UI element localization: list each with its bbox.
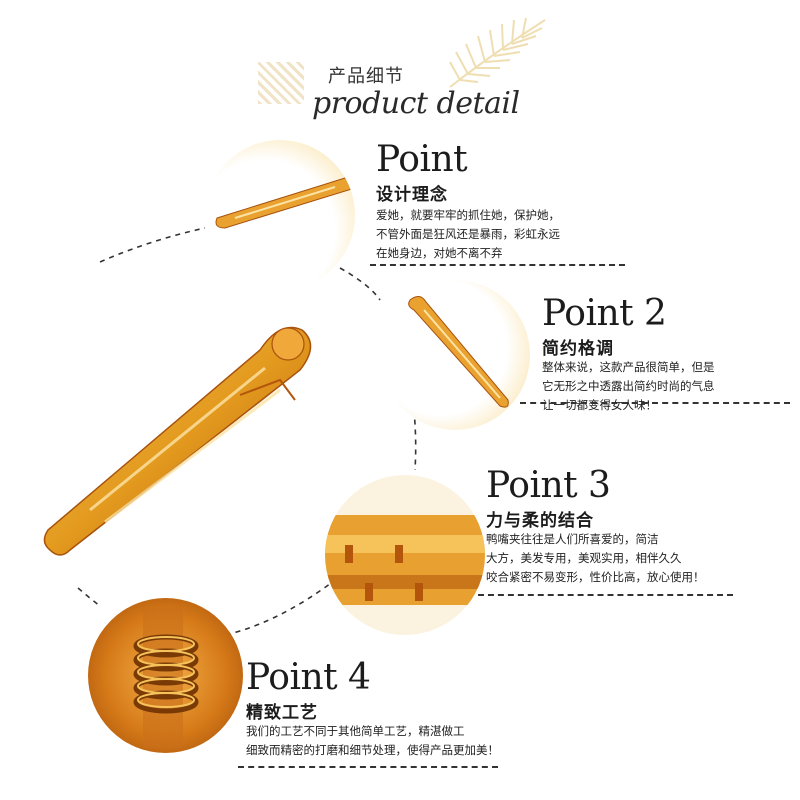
point-3-description: 鸭嘴夹往往是人们所喜爱的，简洁 大方，美发专用，美观实用，相伴久久 咬合紧密不易…: [486, 530, 705, 587]
point-4-subtitle: 精致工艺: [246, 703, 318, 723]
point-2-description: 整体来说，这款产品很简单，但是 它无形之中透露出简约时尚的气息 让一切都变得女人…: [542, 358, 715, 415]
point-2-line: 让一切都变得女人味！: [542, 398, 657, 412]
point-2-title: Point 2: [542, 293, 667, 334]
point-4-description: 我们的工艺不同于其他简单工艺，精湛做工 细致而精密的打磨和细节处理，使得产品更加…: [246, 722, 499, 760]
point-2-line: 整体来说，这款产品很简单，但是: [542, 360, 715, 374]
header-stripes-decoration: [258, 62, 304, 104]
point-1-title: Point: [376, 139, 468, 180]
point-4-line: 细致而精密的打磨和细节处理，使得产品更加美！: [246, 743, 499, 757]
point-2-subtitle: 简约格调: [542, 339, 614, 359]
palm-leaf-icon: [449, 17, 546, 88]
point-1-subtitle: 设计理念: [376, 185, 448, 205]
point-3-line: 咬合紧密不易变形，性价比高，放心使用！: [486, 570, 705, 584]
point-4-line: 我们的工艺不同于其他简单工艺，精湛做工: [246, 724, 465, 738]
point-3-subtitle: 力与柔的结合: [486, 511, 594, 531]
point-2-image: [380, 280, 530, 430]
point-4-divider: [238, 766, 498, 768]
point-3-line: 大方，美发专用，美观实用，相伴久久: [486, 551, 682, 565]
point-1-image: [205, 140, 355, 290]
large-clip-image: [43, 326, 312, 556]
point-4-image: [88, 598, 243, 753]
header-title-cn: 产品细节: [328, 66, 404, 87]
point-2-divider: [520, 402, 790, 404]
point-1-line: 不管外面是狂风还是暴雨，彩虹永远: [376, 227, 560, 241]
point-1-description: 爱她，就要牢牢的抓住她，保护她， 不管外面是狂风还是暴雨，彩虹永远 在她身边，对…: [376, 206, 560, 263]
point-3-image: [325, 475, 485, 635]
point-3-divider: [478, 594, 733, 596]
point-2-line: 它无形之中透露出简约时尚的气息: [542, 379, 715, 393]
point-1-line: 在她身边，对她不离不弃: [376, 246, 503, 260]
point-4-title: Point 4: [246, 657, 371, 698]
point-3-title: Point 3: [486, 465, 611, 506]
point-1-divider: [370, 264, 625, 266]
point-3-line: 鸭嘴夹往往是人们所喜爱的，简洁: [486, 532, 659, 546]
point-1-line: 爱她，就要牢牢的抓住她，保护她，: [376, 208, 560, 222]
header-title-en: product detail: [312, 86, 520, 121]
